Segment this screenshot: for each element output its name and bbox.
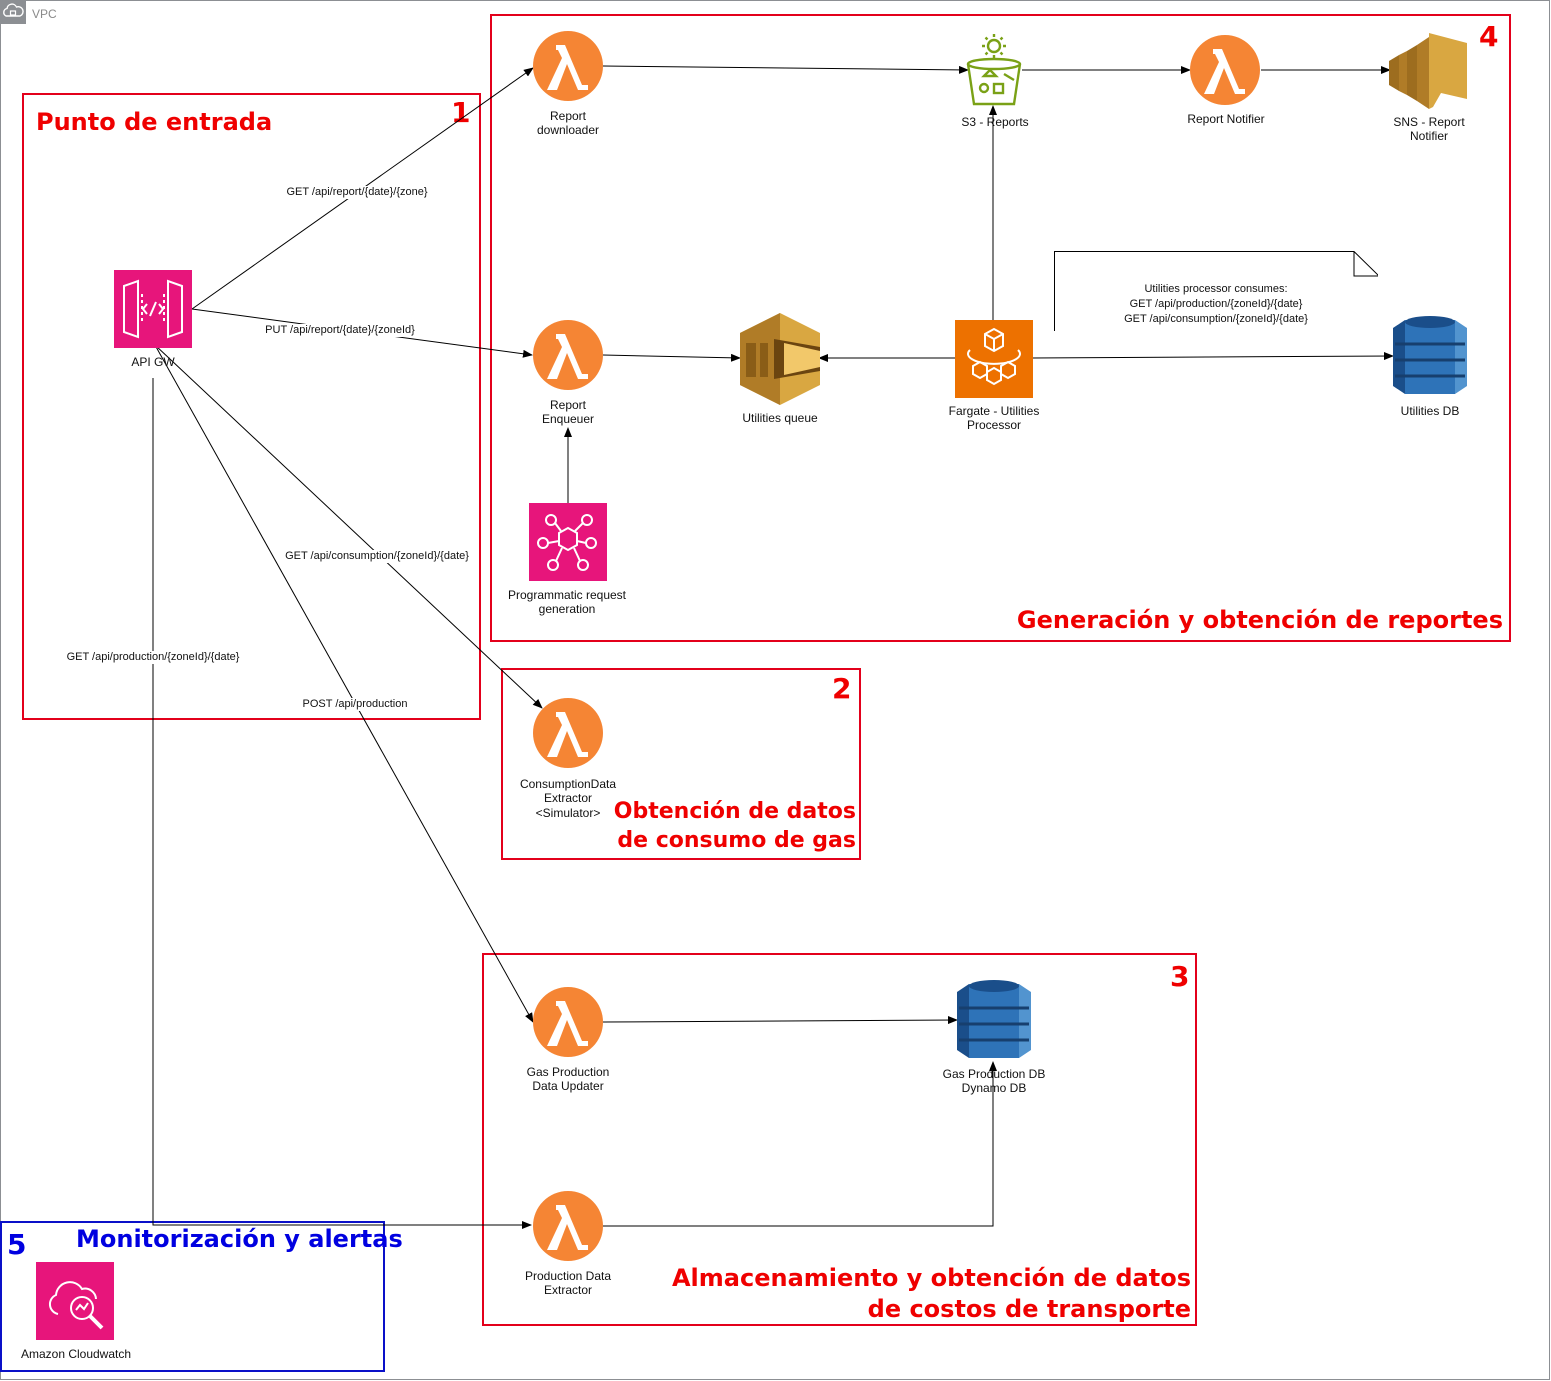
note-line-1: Utilities processor consumes: bbox=[1144, 283, 1288, 295]
zone-storage-title-2: de costos de transporte bbox=[867, 1295, 1191, 1323]
consumption-extractor-label-1: ConsumptionData bbox=[519, 777, 617, 791]
cloudwatch-icon[interactable] bbox=[36, 1262, 114, 1340]
zone-consumption-title-2: de consumo de gas bbox=[617, 828, 856, 853]
report-downloader-label-2: downloader bbox=[536, 123, 600, 137]
utilities-db-icon[interactable] bbox=[1393, 316, 1467, 398]
zone-consumption-box bbox=[501, 668, 861, 860]
report-downloader-lambda-icon[interactable] bbox=[533, 31, 603, 101]
note-shape bbox=[1054, 251, 1378, 331]
edge-label-get-consumption: GET /api/consumption/{zoneId}/{date} bbox=[284, 550, 470, 563]
zone-storage-title-1: Almacenamiento y obtención de datos bbox=[671, 1264, 1191, 1292]
vpc-label: VPC bbox=[32, 7, 57, 21]
production-extractor-label-2: Extractor bbox=[543, 1283, 593, 1297]
edge-downloader-s3 bbox=[602, 65, 969, 74]
vpc-cloud-icon bbox=[0, 0, 26, 24]
report-enqueuer-label-1: Report bbox=[549, 398, 587, 412]
api-gw-label: API GW bbox=[131, 355, 175, 369]
zone-storage-box bbox=[482, 953, 1197, 1326]
programmatic-label-1: Programmatic request bbox=[507, 588, 627, 602]
zone-monitoring-title: Monitorización y alertas bbox=[76, 1225, 403, 1253]
consumption-extractor-label-2: Extractor bbox=[543, 791, 593, 805]
edge-label-put-report: PUT /api/report/{date}/{zoneId} bbox=[264, 324, 416, 337]
zone-storage-number: 3 bbox=[1170, 960, 1190, 993]
sns-label-2: Notifier bbox=[1409, 129, 1449, 143]
edge-extractor-gasdb bbox=[603, 1061, 997, 1227]
zone-entry-box bbox=[22, 93, 481, 720]
report-notifier-lambda-icon[interactable] bbox=[1190, 35, 1260, 105]
gas-db-label-2: Dynamo DB bbox=[961, 1081, 1027, 1095]
zone-consumption-number: 2 bbox=[832, 672, 852, 705]
zone-consumption-title-1: Obtención de datos bbox=[613, 799, 856, 824]
zone-monitoring-number: 5 bbox=[7, 1228, 27, 1261]
s3-reports-label: S3 - Reports bbox=[961, 115, 1029, 129]
zone-monitoring-box bbox=[0, 1221, 385, 1372]
fargate-label-2: Processor bbox=[966, 418, 1022, 432]
zone-reports-title: Generación y obtención de reportes bbox=[1016, 606, 1503, 634]
s3-bucket-icon[interactable] bbox=[964, 30, 1024, 108]
gas-db-label-1: Gas Production DB bbox=[942, 1067, 1046, 1081]
consumption-extractor-label-3: <Simulator> bbox=[535, 806, 601, 820]
utilities-db-label: Utilities DB bbox=[1400, 404, 1460, 418]
report-enqueuer-lambda-icon[interactable] bbox=[533, 320, 603, 390]
note-text: Utilities processor consumes: GET /api/p… bbox=[1054, 282, 1378, 327]
sns-icon[interactable] bbox=[1389, 33, 1467, 109]
programmatic-label-2: generation bbox=[538, 602, 596, 616]
note-line-2: GET /api/production/{zoneId}/{date} bbox=[1129, 298, 1303, 310]
utilities-queue-label: Utilities queue bbox=[742, 411, 818, 425]
sqs-queue-icon[interactable] bbox=[740, 313, 820, 405]
fargate-label-1: Fargate - Utilities bbox=[948, 404, 1040, 418]
report-notifier-label: Report Notifier bbox=[1187, 112, 1265, 126]
gas-production-db-icon[interactable] bbox=[957, 980, 1031, 1062]
edge-get-consumption bbox=[154, 344, 543, 709]
edge-enqueuer-queue bbox=[602, 353, 741, 362]
sns-label-1: SNS - Report bbox=[1393, 115, 1465, 129]
zone-entry-title: Punto de entrada bbox=[36, 108, 273, 136]
gas-updater-label-2: Data Updater bbox=[532, 1079, 604, 1093]
edge-post-production bbox=[154, 344, 534, 1023]
eventbridge-icon[interactable] bbox=[529, 503, 607, 581]
consumption-extractor-lambda-icon[interactable] bbox=[533, 698, 603, 768]
production-extractor-lambda-icon[interactable] bbox=[533, 1191, 603, 1261]
edge-updater-gasdb bbox=[602, 1016, 958, 1025]
report-downloader-label-1: Report bbox=[549, 109, 587, 123]
edge-fargate-utilitiesdb bbox=[1031, 352, 1394, 361]
edge-get-production bbox=[152, 378, 532, 1229]
fargate-icon[interactable] bbox=[955, 320, 1033, 398]
gas-updater-lambda-icon[interactable] bbox=[533, 987, 603, 1057]
edge-label-post-production: POST /api/production bbox=[301, 698, 409, 711]
edge-label-get-production: GET /api/production/{zoneId}/{date} bbox=[65, 651, 241, 664]
note-line-3: GET /api/consumption/{zoneId}/{date} bbox=[1124, 313, 1308, 325]
zone-reports-number: 4 bbox=[1479, 20, 1499, 53]
production-extractor-label-1: Production Data bbox=[524, 1269, 612, 1283]
cloudwatch-label: Amazon Cloudwatch bbox=[20, 1347, 132, 1361]
gas-updater-label-1: Gas Production bbox=[526, 1065, 610, 1079]
edge-label-get-report: GET /api/report/{date}/{zone} bbox=[285, 186, 429, 199]
zone-reports-box bbox=[490, 14, 1511, 642]
zone-entry-number: 1 bbox=[451, 96, 471, 129]
report-enqueuer-label-2: Enqueuer bbox=[541, 412, 595, 426]
api-gateway-icon[interactable] bbox=[114, 270, 192, 348]
